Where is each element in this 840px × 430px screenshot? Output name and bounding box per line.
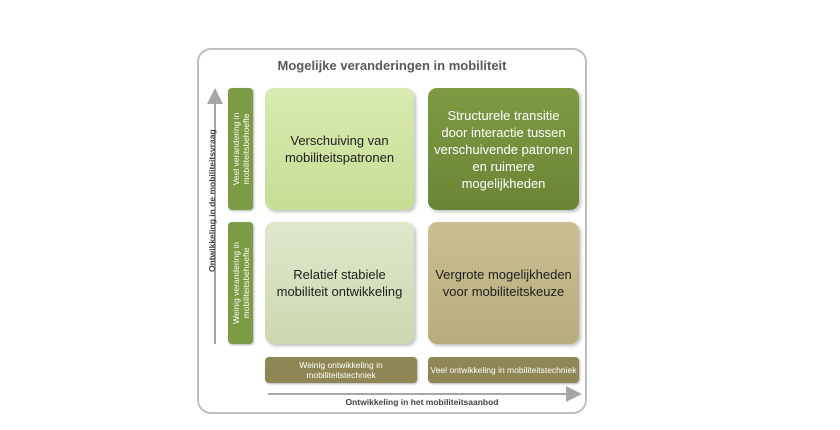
column-label-left: Weinig ontwikkeling in mobiliteitstechni…	[265, 357, 417, 383]
quadrant-top-left: Verschuiving van mobiliteitspatronen	[265, 88, 414, 210]
quadrant-top-right: Structurele transitie door interactie tu…	[428, 88, 579, 210]
row-label-top-text: Veel verandering in mobiliteitsbehoefte	[230, 112, 251, 186]
quadrant-bottom-left: Relatief stabiele mobiliteit ontwikkelin…	[265, 222, 414, 344]
row-label-bottom-text: Weinig verandering in mobiliteitsbehoeft…	[230, 241, 251, 325]
vertical-axis-label: Ontwikkeling in de mobiliteitsvraag	[207, 129, 217, 272]
diagram-title: Mogelijke veranderingen in mobiliteit	[277, 58, 507, 73]
horizontal-axis-label: Ontwikkeling in het mobiliteitsaanbod	[345, 397, 499, 407]
quadrant-bottom-right: Vergrote mogelijkheden voor mobiliteitsk…	[428, 222, 579, 344]
row-label-bottom: Weinig verandering in mobiliteitsbehoeft…	[228, 222, 253, 344]
row-label-top: Veel verandering in mobiliteitsbehoefte	[228, 88, 253, 210]
column-label-right: Veel ontwikkeling in mobiliteitstechniek	[428, 357, 579, 383]
